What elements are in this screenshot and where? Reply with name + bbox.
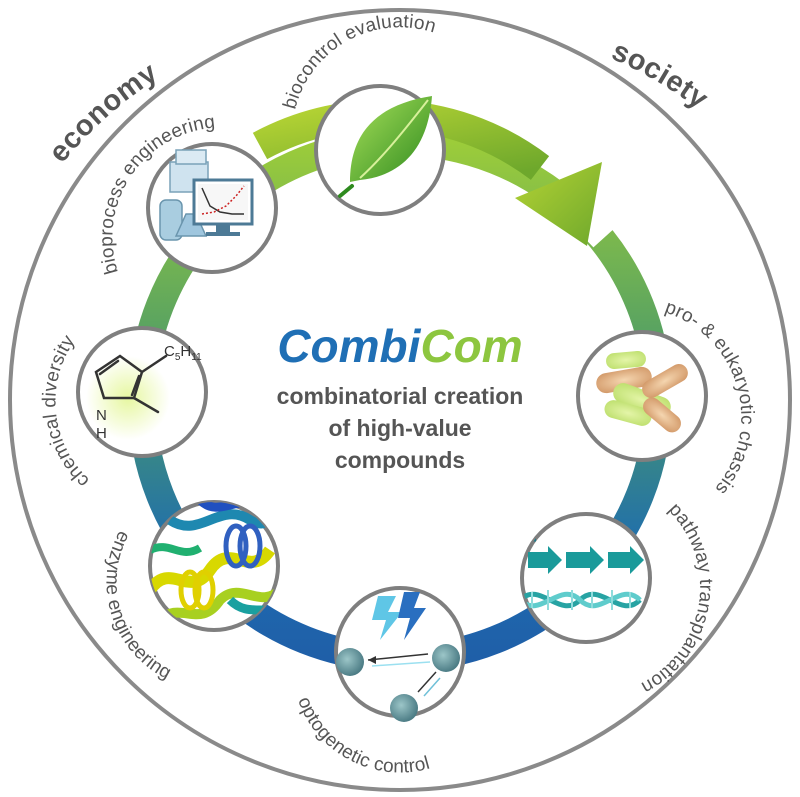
dna-arrows-icon <box>522 538 644 610</box>
society-label: society <box>607 35 714 115</box>
node-label-pathway: pathway transplantation <box>638 499 717 698</box>
title-part-combi: Combi <box>277 320 421 372</box>
substituent-h: H <box>180 343 191 360</box>
pyrrole-molecule-icon: N H C5H11 <box>86 343 202 442</box>
node-chassis[interactable]: pro- & eukaryotic chassis <box>576 297 757 499</box>
substituent-c: C <box>164 343 175 360</box>
node-enzyme[interactable]: enzyme engineering <box>101 500 290 684</box>
bioreactor-monitor-icon <box>159 149 254 241</box>
cycle-arrow-head-icon <box>515 162 602 246</box>
node-chemical[interactable]: N H C5H11 chemical diversity <box>39 326 208 491</box>
molecule-n: N <box>96 407 107 424</box>
node-optogenetic[interactable]: optogenetic control <box>293 586 466 778</box>
molecule-h: H <box>96 425 107 442</box>
bacteria-icon <box>596 350 688 433</box>
svg-text:N: N <box>96 407 107 424</box>
node-pathway[interactable]: pathway transplantation <box>520 499 716 698</box>
subtitle-line-1: combinatorial creation <box>277 383 524 409</box>
node-circle <box>520 512 652 644</box>
substituent-h-sub: 11 <box>191 352 202 363</box>
svg-text:H: H <box>96 425 107 442</box>
subtitle-line-3: compounds <box>335 447 465 473</box>
outer-ring <box>8 8 792 792</box>
substituent-c-sub: 5 <box>175 352 181 363</box>
node-bioprocess[interactable]: bioprocess engineering <box>96 112 278 277</box>
lightning-network-icon <box>336 592 460 722</box>
subtitle-line-2: of high-value <box>328 415 471 441</box>
center-title: CombiCom combinatorial creation of high-… <box>277 320 524 473</box>
svg-text:C5H11: C5H11 <box>164 343 202 363</box>
leaf-icon <box>338 96 432 198</box>
page-title: CombiCom <box>277 320 522 372</box>
title-part-com: Com <box>420 320 522 372</box>
